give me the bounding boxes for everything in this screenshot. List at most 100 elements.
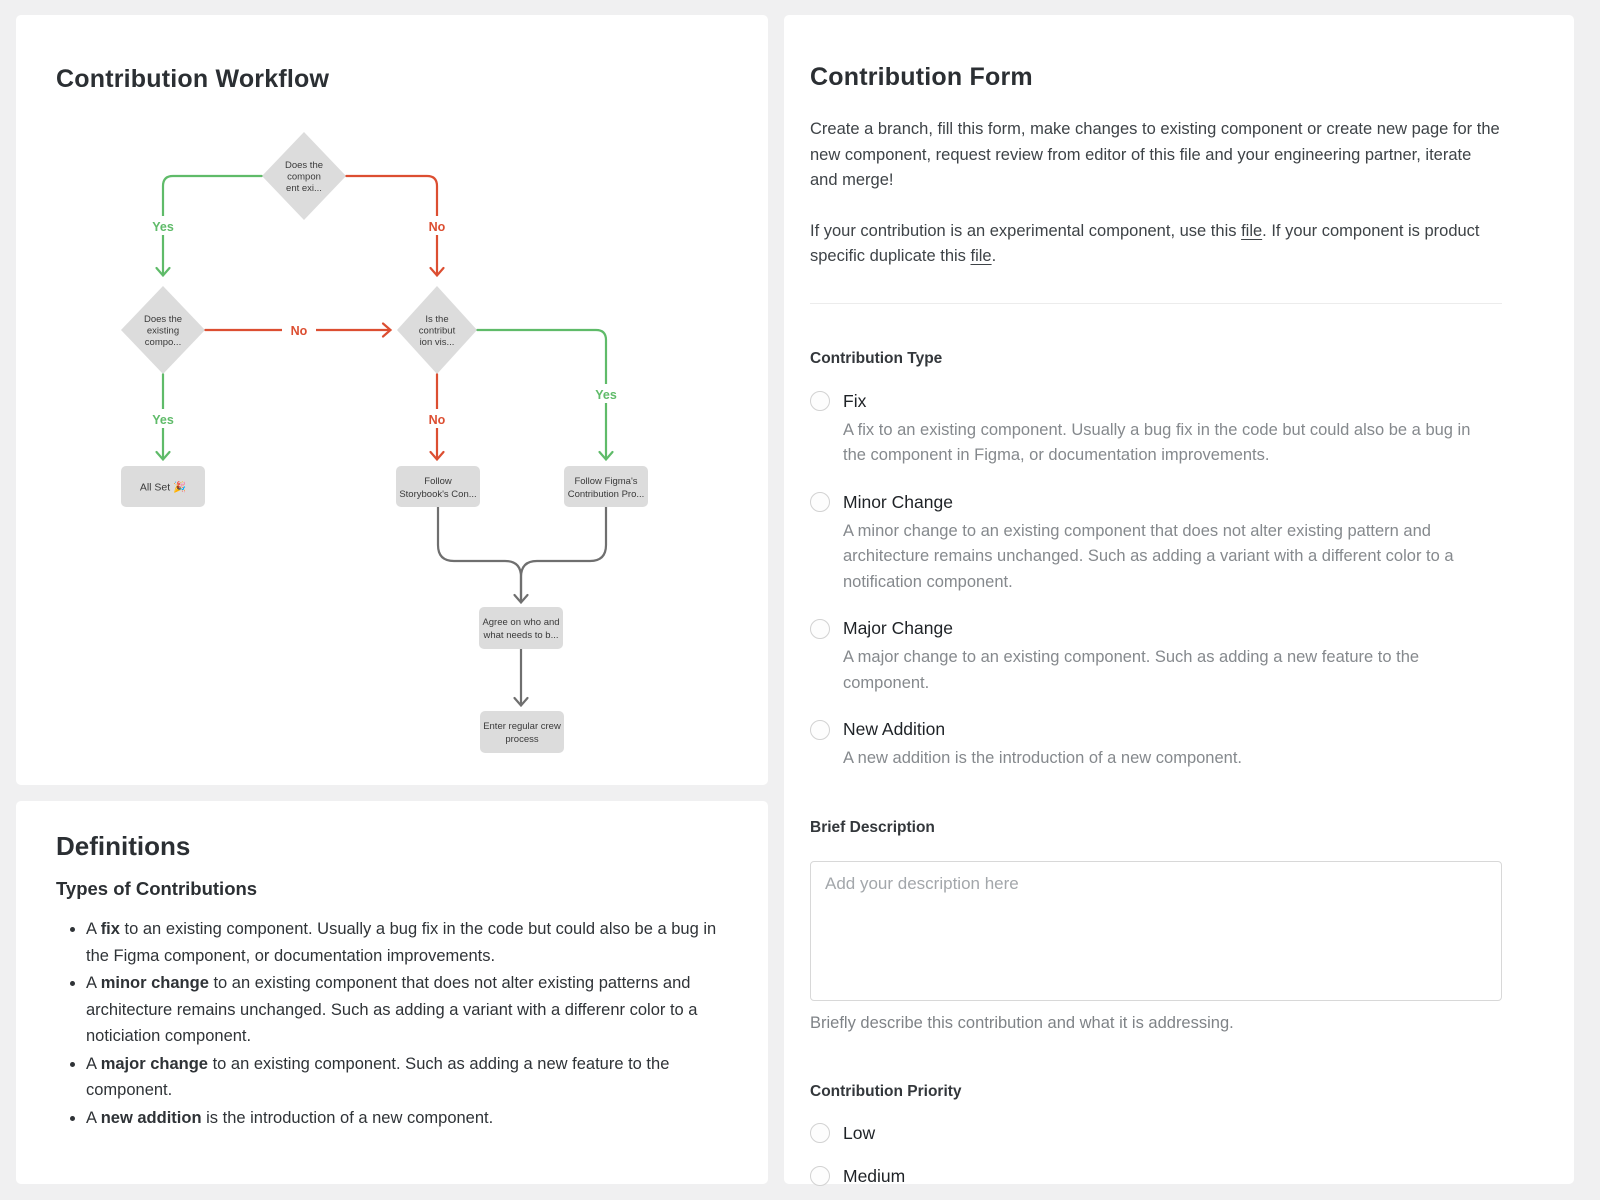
edge-label-no: No: [291, 324, 308, 338]
edge-vis-no-arrowhead: [429, 450, 445, 462]
radio-fix-label[interactable]: Fix: [843, 390, 867, 411]
process-node-crew-label: Enter regular crew process: [483, 721, 561, 745]
edge-vis-yes: [475, 328, 608, 460]
svg-text:Enter regular crew: Enter regular crew: [483, 721, 561, 732]
radio-new-addition-label[interactable]: New Addition: [843, 719, 946, 739]
edge-figma-merge: [519, 505, 608, 602]
label-bg: [146, 216, 180, 235]
svg-text:Follow Figma's: Follow Figma's: [574, 476, 637, 487]
contribution-form-card: Contribution Form Create a branch, fill …: [784, 15, 1574, 1187]
edge-start-yes-arrowhead: [155, 266, 171, 278]
svg-text:Is the: Is the: [425, 314, 448, 325]
radio-minor-change-description: A minor change to an existing component …: [843, 521, 1454, 591]
duplicate-file-link[interactable]: file: [970, 247, 992, 265]
label-bg: [589, 384, 623, 403]
process-node-storybook-label: Follow Storybook's Con...: [399, 476, 476, 500]
decision-node-contribution-visibility: [397, 286, 477, 374]
radio-fix[interactable]: [810, 391, 830, 411]
process-node-crew: [480, 711, 564, 753]
edge-label-no: No: [429, 413, 446, 427]
edge-label-yes: Yes: [595, 388, 617, 402]
radio-option-major-change[interactable]: Major Change A major change to an existi…: [810, 618, 1502, 696]
radio-option-minor-change[interactable]: Minor Change A minor change to an existi…: [810, 492, 1502, 596]
radio-minor-change-label[interactable]: Minor Change: [843, 491, 953, 512]
label-bg: [422, 409, 452, 428]
decision-node-existing-component: [121, 286, 205, 374]
definition-item-minor-change: A minor change to an existing component …: [86, 970, 720, 1050]
radio-low-label[interactable]: Low: [843, 1122, 876, 1143]
process-node-figma-label: Follow Figma's Contribution Pro...: [568, 476, 645, 500]
edge-existing-yes-arrowhead: [155, 450, 171, 462]
radio-new-addition[interactable]: [810, 719, 830, 740]
edge-start-no: [344, 174, 439, 276]
radio-option-fix[interactable]: Fix A fix to an existing component. Usua…: [810, 391, 1502, 469]
svg-text:what needs to b...: what needs to b...: [483, 630, 559, 641]
label-bg: [282, 320, 316, 339]
process-node-agree-label: Agree on who and what needs to b...: [482, 617, 559, 641]
contribution-type-label: Contribution Type: [810, 349, 943, 367]
edge-label-yes: Yes: [152, 220, 174, 234]
description-helper-text: Briefly describe this contribution and w…: [810, 1013, 1234, 1032]
brief-description-label: Brief Description: [810, 818, 935, 836]
radio-major-change-label[interactable]: Major Change: [843, 618, 953, 638]
edge-start-no-arrowhead: [429, 266, 445, 278]
svg-text:Contribution Pro...: Contribution Pro...: [568, 489, 645, 500]
edge-merge-arrowhead: [513, 593, 529, 605]
radio-minor-change[interactable]: [810, 492, 830, 512]
radio-medium[interactable]: [810, 1166, 830, 1186]
radio-fix-description: A fix to an existing component. Usually …: [843, 420, 1471, 465]
contribution-priority-label: Contribution Priority: [810, 1082, 962, 1100]
decision-node-contribution-visibility-label: Is the contribut ion vis...: [419, 314, 456, 348]
definition-item-new-addition: A new addition is the introduction of a …: [86, 1105, 720, 1132]
process-node-figma: [564, 466, 648, 507]
definitions-subtitle: Types of Contributions: [56, 878, 258, 899]
radio-new-addition-description: A new addition is the introduction of a …: [843, 749, 1243, 767]
decision-node-component-exists-label: Does the compon ent exi...: [285, 160, 323, 194]
form-note-text: If your contribution is an experimental …: [810, 221, 1480, 266]
edge-agree-crew-arrowhead: [513, 696, 529, 708]
svg-text:Storybook's Con...: Storybook's Con...: [399, 489, 476, 500]
edge-label-no: No: [429, 220, 446, 234]
edge-vis-yes-arrowhead: [598, 450, 614, 462]
experimental-file-link[interactable]: file: [1241, 221, 1263, 240]
description-textarea[interactable]: [810, 860, 1502, 1001]
radio-low[interactable]: [810, 1123, 830, 1143]
definition-item-fix: A fix to an existing component. Usually …: [86, 916, 720, 969]
radio-medium-label[interactable]: Medium: [843, 1165, 906, 1186]
decision-node-component-exists: [262, 132, 346, 220]
definition-item-major-change: A major change to an existing component.…: [86, 1051, 720, 1104]
definitions-card: Definitions Types of Contributions A fix…: [16, 801, 768, 1184]
svg-text:Does the: Does the: [144, 314, 182, 325]
label-bg: [422, 216, 452, 235]
definitions-list: A fix to an existing component. Usually …: [56, 916, 720, 1131]
process-node-agree: [479, 607, 563, 649]
process-node-all-set: [121, 466, 205, 507]
radio-major-change[interactable]: [810, 618, 830, 639]
radio-option-medium[interactable]: Medium: [810, 1166, 1502, 1187]
label-bg: [146, 409, 180, 428]
form-divider: [810, 302, 1502, 304]
svg-text:Agree on who and: Agree on who and: [482, 617, 559, 628]
svg-text:Follow: Follow: [424, 476, 452, 487]
contribution-flowchart: Yes No No Yes No Yes Does the compon ent…: [121, 132, 648, 753]
form-title: Contribution Form: [810, 63, 1033, 91]
radio-option-low[interactable]: Low: [810, 1123, 1502, 1144]
svg-text:Does the: Does the: [285, 160, 323, 171]
svg-text:process: process: [505, 734, 539, 745]
workflow-card: Contribution Workflow: [16, 15, 768, 785]
svg-text:compo...: compo...: [145, 337, 181, 348]
edge-label-yes: Yes: [152, 413, 174, 427]
radio-option-new-addition[interactable]: New Addition A new addition is the intro…: [810, 719, 1502, 772]
svg-text:ion vis...: ion vis...: [420, 337, 455, 348]
workflow-title: Contribution Workflow: [56, 65, 330, 93]
svg-text:compon: compon: [287, 172, 321, 183]
definitions-title: Definitions: [56, 831, 191, 861]
process-node-storybook: [396, 466, 480, 507]
edge-start-yes: [161, 174, 264, 276]
decision-node-existing-component-label: Does the existing compo...: [144, 314, 182, 348]
svg-text:ent exi...: ent exi...: [286, 183, 322, 194]
svg-text:contribut: contribut: [419, 326, 456, 337]
radio-major-change-description: A major change to an existing component.…: [843, 648, 1420, 692]
edge-existing-no-arrowhead: [381, 322, 393, 338]
svg-text:existing: existing: [147, 326, 179, 337]
